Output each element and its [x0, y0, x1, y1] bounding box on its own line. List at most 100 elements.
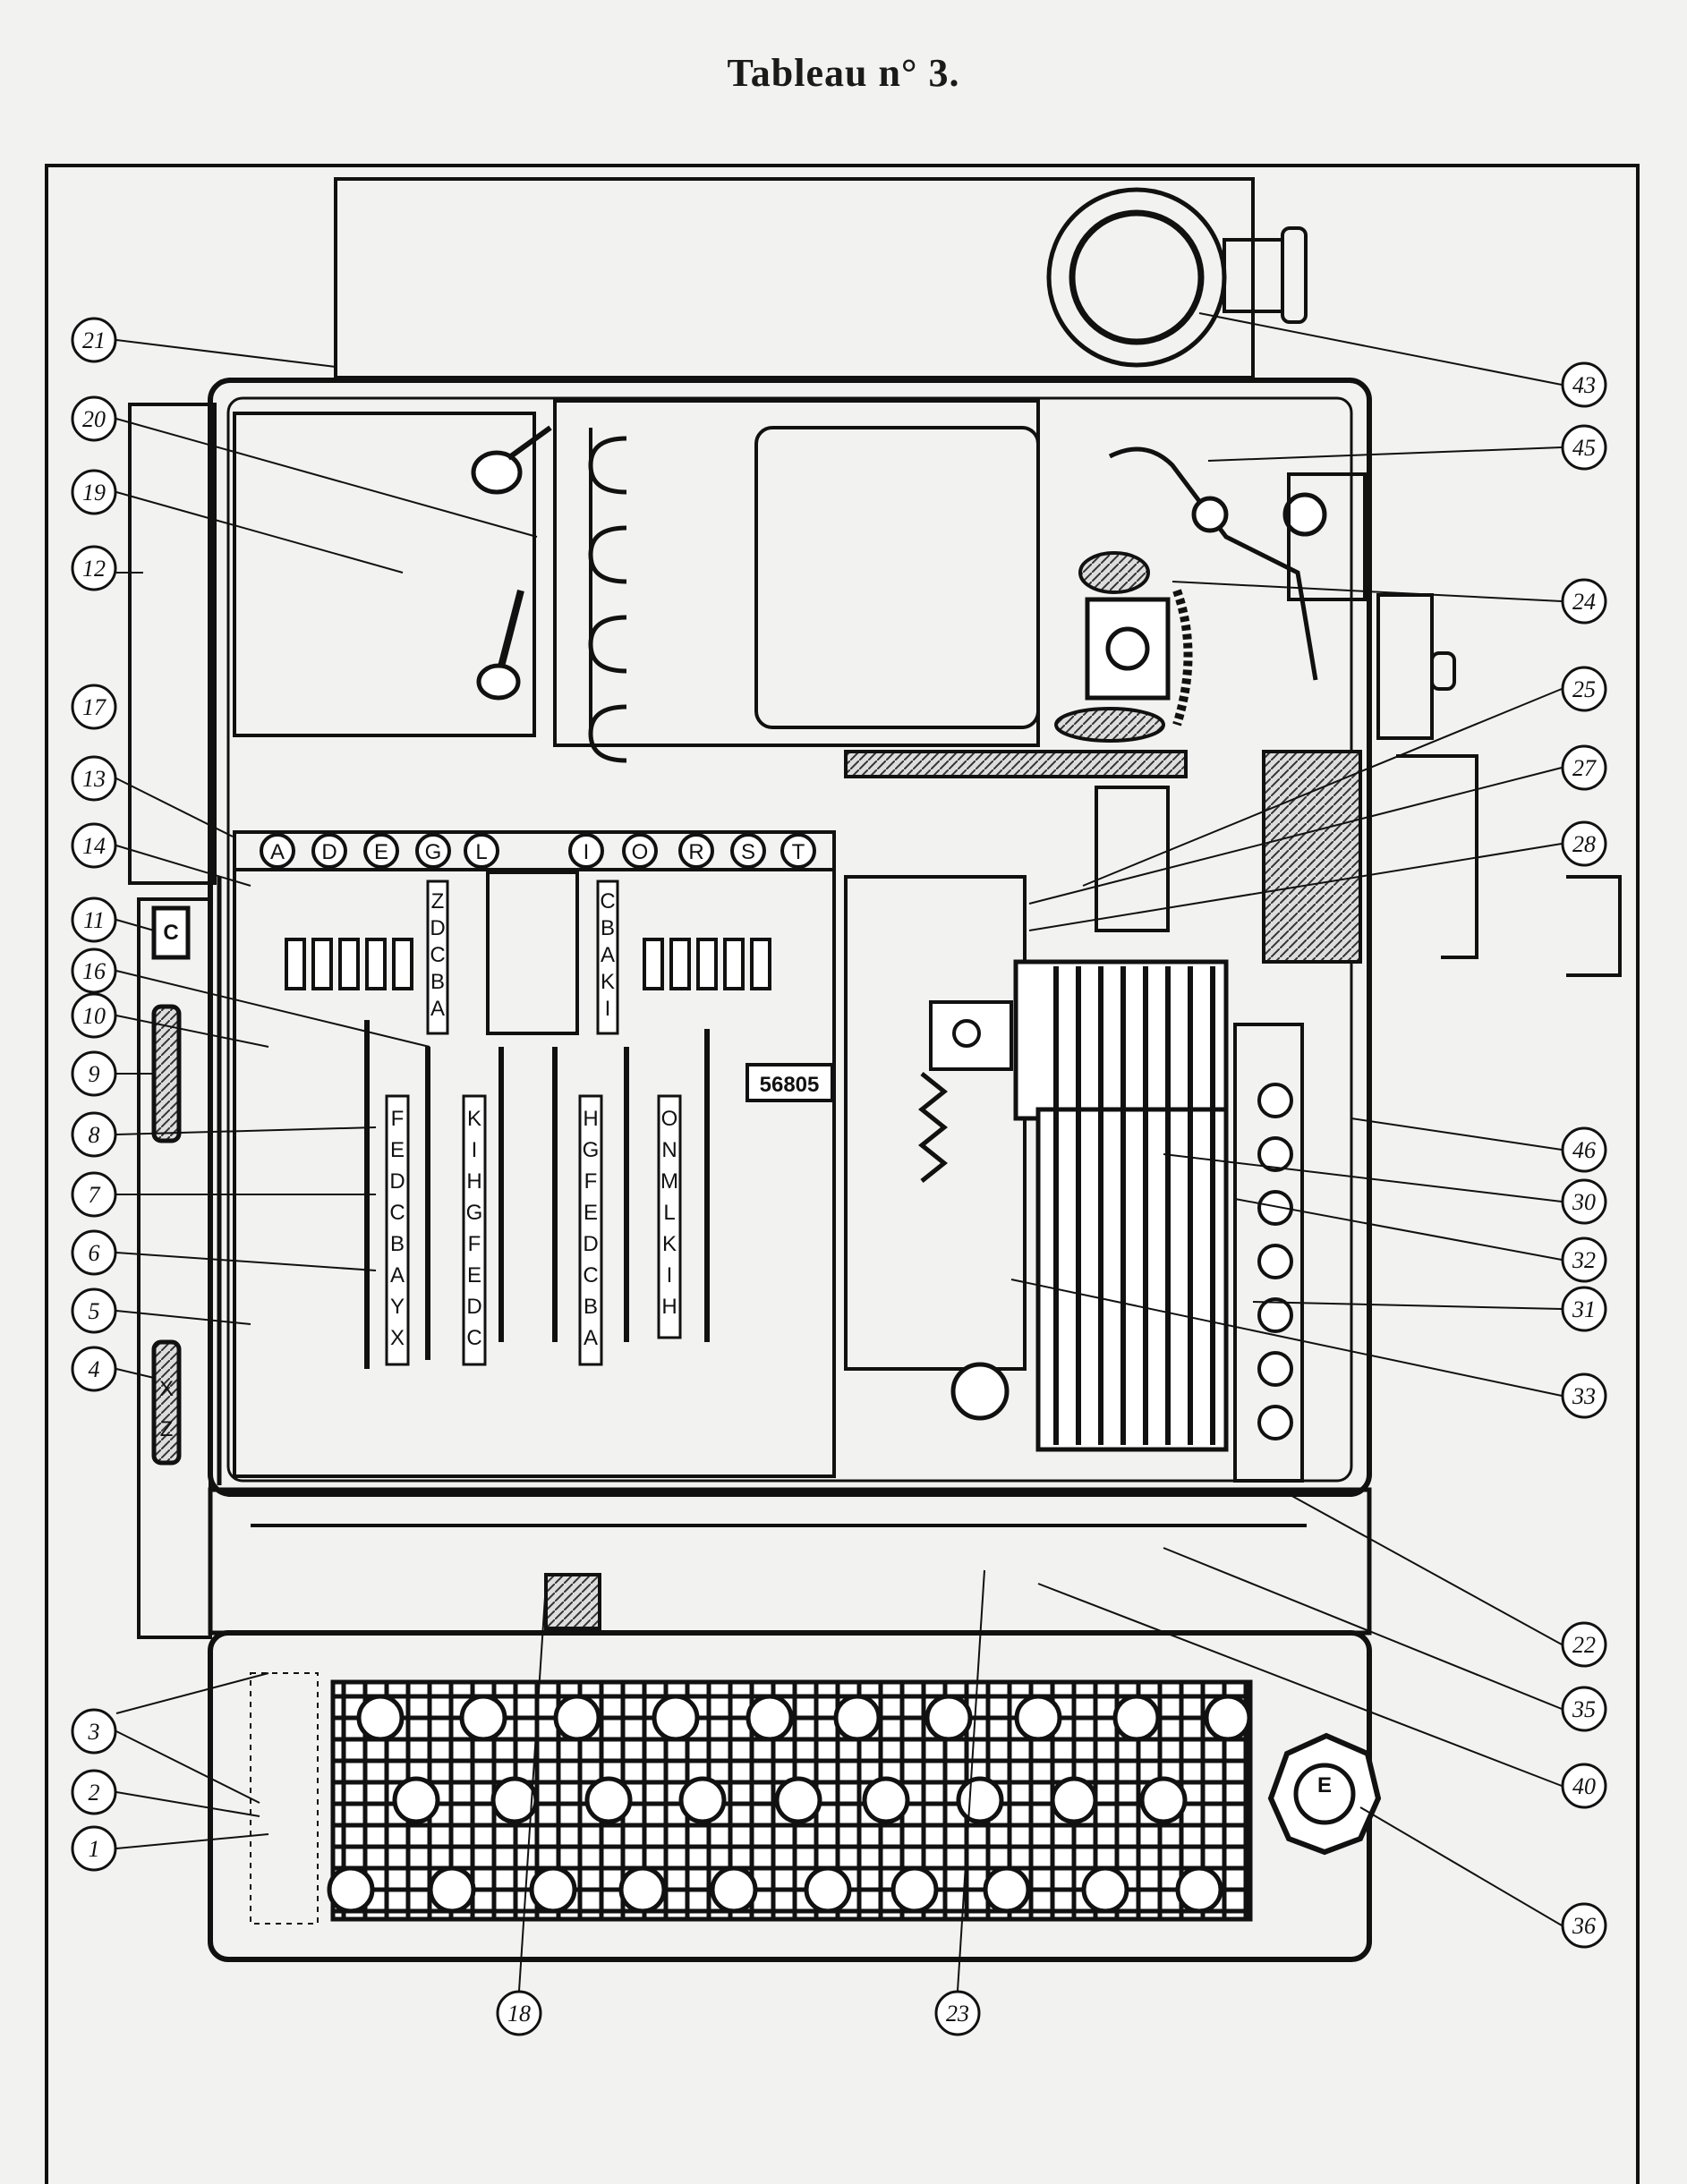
top-letter-0: A [260, 833, 295, 869]
svg-text:Z: Z [431, 889, 445, 914]
svg-text:E: E [467, 1263, 481, 1287]
svg-text:13: 13 [82, 766, 106, 792]
central-block [553, 399, 1040, 747]
pin-block-left [285, 938, 413, 990]
svg-text:24: 24 [1572, 589, 1596, 615]
callout-20: 20 [71, 395, 117, 442]
svg-text:9: 9 [89, 1061, 100, 1087]
callout-25: 25 [1561, 666, 1607, 712]
svg-text:28: 28 [1572, 831, 1596, 857]
callout-16: 16 [71, 948, 117, 994]
top-letter-1: D [311, 833, 347, 869]
svg-text:25: 25 [1572, 676, 1596, 702]
svg-text:E: E [1317, 1773, 1332, 1797]
vertical-bars [364, 1020, 710, 1369]
upper-lever-1 [471, 425, 552, 495]
callout-36: 36 [1561, 1902, 1607, 1949]
svg-text:I: I [667, 1263, 673, 1287]
svg-text:K: K [662, 1232, 677, 1256]
callout-14: 14 [71, 822, 117, 869]
callout-45: 45 [1561, 424, 1607, 471]
roller-drum [1013, 959, 1229, 1452]
callout-4: 4 [71, 1346, 117, 1392]
column-strip-0: F E D C B A Y X [385, 1094, 410, 1366]
svg-text:A: A [390, 1263, 405, 1287]
svg-text:C: C [430, 943, 445, 967]
svg-text:23: 23 [946, 2001, 969, 2027]
callout-28: 28 [1561, 820, 1607, 867]
svg-text:20: 20 [82, 406, 106, 432]
counter-display: 56805 [746, 1063, 834, 1102]
svg-text:B: B [390, 1232, 405, 1256]
callout-30: 30 [1561, 1178, 1607, 1225]
svg-text:1: 1 [89, 1836, 100, 1862]
callout-17: 17 [71, 684, 117, 730]
top-letter-9: T [780, 833, 816, 869]
svg-text:40: 40 [1572, 1773, 1596, 1799]
dial-4: X Z [151, 1339, 182, 1466]
callout-13: 13 [71, 755, 117, 802]
top-letter-row: A D E G L I O R S T [260, 833, 816, 869]
svg-text:27: 27 [1572, 755, 1597, 781]
callout-46: 46 [1561, 1126, 1607, 1173]
svg-text:E: E [390, 1138, 405, 1162]
svg-text:21: 21 [82, 327, 106, 353]
middle-mechanism [844, 875, 1027, 1371]
svg-text:F: F [584, 1169, 598, 1194]
top-letter-text: O [632, 840, 649, 864]
callout-11: 11 [71, 897, 117, 943]
top-letter-text: L [475, 840, 487, 864]
top-letter-text: G [425, 840, 442, 864]
svg-text:A: A [584, 1326, 598, 1350]
svg-text:35: 35 [1572, 1696, 1596, 1722]
svg-text:5: 5 [89, 1298, 100, 1324]
svg-text:10: 10 [82, 1003, 106, 1029]
callout-31: 31 [1561, 1286, 1607, 1332]
left-side-panel [128, 403, 217, 885]
callout-35: 35 [1561, 1686, 1607, 1732]
svg-text:43: 43 [1572, 372, 1596, 398]
svg-text:X: X [159, 1377, 174, 1401]
top-letter-text: A [270, 840, 285, 864]
callout-32: 32 [1561, 1236, 1607, 1283]
callout-3: 3 [71, 1708, 117, 1755]
svg-text:12: 12 [82, 556, 106, 582]
page-title: Tableau n° 3. [727, 51, 960, 95]
callout-7: 7 [71, 1171, 117, 1218]
svg-text:F: F [391, 1107, 405, 1131]
top-letter-4: L [464, 833, 499, 869]
svg-text:30: 30 [1572, 1189, 1596, 1215]
wheel-hub [950, 1362, 1010, 1421]
svg-text:G: G [583, 1138, 600, 1162]
svg-text:K: K [601, 970, 615, 994]
svg-text:C: C [389, 1201, 405, 1225]
contact-column [1233, 1023, 1304, 1483]
top-letter-text: S [741, 840, 755, 864]
counter-value: 56805 [760, 1073, 820, 1097]
top-letter-text: R [688, 840, 703, 864]
svg-text:Y: Y [390, 1295, 405, 1319]
svg-text:19: 19 [82, 480, 106, 506]
svg-text:B: B [601, 916, 615, 940]
svg-text:C: C [163, 921, 178, 945]
leader-lines [115, 312, 1563, 1992]
svg-text:D: D [430, 916, 445, 940]
callout-22: 22 [1561, 1621, 1607, 1668]
top-letter-text: T [792, 840, 805, 864]
callout-43: 43 [1561, 361, 1607, 408]
center-slide [486, 871, 579, 1035]
svg-text:K: K [467, 1107, 481, 1131]
svg-text:B: B [584, 1295, 598, 1319]
lens-circle [1046, 187, 1227, 368]
svg-text:6: 6 [89, 1240, 100, 1266]
column-strip-1: K I H G F E D C [462, 1094, 487, 1366]
rack-bar [844, 750, 1188, 778]
column-strip-2: H G F E D C B A [578, 1094, 603, 1366]
callout-19: 19 [71, 469, 117, 515]
gear-assembly [1054, 446, 1367, 743]
svg-text:H: H [583, 1107, 598, 1131]
callout-6: 6 [71, 1229, 117, 1276]
shaft [1095, 786, 1170, 932]
callout-10: 10 [71, 992, 117, 1039]
top-letter-2: E [363, 833, 399, 869]
